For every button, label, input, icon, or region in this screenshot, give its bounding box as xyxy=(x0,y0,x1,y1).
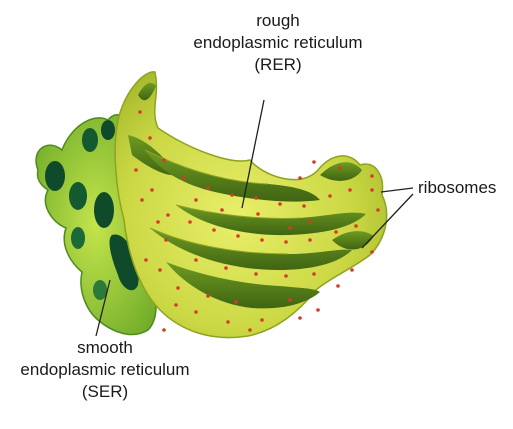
ribosome-dot xyxy=(316,308,320,312)
ribosome-dot xyxy=(260,318,264,322)
ribosome-dot xyxy=(230,193,234,197)
ribosome-dot xyxy=(308,220,312,224)
ser-lumen xyxy=(93,280,107,300)
rer-label-line: (RER) xyxy=(178,54,378,76)
ribosome-dot xyxy=(288,226,292,230)
ser-lumen xyxy=(45,161,65,191)
ribosome-dot xyxy=(336,284,340,288)
ribosome-dot xyxy=(194,258,198,262)
ser-label-line: smooth xyxy=(0,337,210,359)
ribosome-dot xyxy=(284,274,288,278)
ribosome-dot xyxy=(176,286,180,290)
ribosome-dot xyxy=(254,196,258,200)
ribosome-dot xyxy=(206,186,210,190)
rer-label: rough endoplasmic reticulum (RER) xyxy=(178,10,378,76)
ribosome-dot xyxy=(194,310,198,314)
ribosome-dot xyxy=(188,220,192,224)
ribosome-dot xyxy=(148,136,152,140)
ser-label-line: endoplasmic reticulum xyxy=(0,359,210,381)
ser-lumen xyxy=(94,192,114,228)
ribosome-dot xyxy=(206,294,210,298)
ribosome-dot xyxy=(226,320,230,324)
ribosome-dot xyxy=(348,188,352,192)
ribosome-dot xyxy=(248,328,252,332)
ribosome-dot xyxy=(134,168,138,172)
ribosome-dot xyxy=(140,198,144,202)
ribosome-dot xyxy=(334,230,338,234)
ribosome-dot xyxy=(150,188,154,192)
ser-lumen xyxy=(82,128,98,152)
ser-label: smooth endoplasmic reticulum (SER) xyxy=(0,337,210,403)
ribosome-dot xyxy=(156,220,160,224)
ribosome-dot xyxy=(256,212,260,216)
ribosome-dot xyxy=(234,300,238,304)
ser-lumen xyxy=(71,227,85,249)
ribosome-dot xyxy=(298,176,302,180)
rough-er xyxy=(115,72,387,338)
ribosome-dot xyxy=(354,224,358,228)
ser-label-line: (SER) xyxy=(0,381,210,403)
ribosome-dot xyxy=(308,238,312,242)
ribosome-dot xyxy=(350,268,354,272)
ribosome-dot xyxy=(260,238,264,242)
ribosome-dot xyxy=(328,194,332,198)
ribosome-dot xyxy=(302,204,306,208)
ribosome-dot xyxy=(220,208,224,212)
ribosome-dot xyxy=(298,316,302,320)
ribosome-dot xyxy=(162,158,166,162)
ribosome-dot xyxy=(236,234,240,238)
ribosome-dot xyxy=(370,174,374,178)
ribosome-leader-line xyxy=(381,188,413,192)
ribosome-dot xyxy=(312,272,316,276)
ser-lumen xyxy=(69,182,87,210)
rer-label-line: rough xyxy=(178,10,378,32)
ribosome-dot xyxy=(174,303,178,307)
ribosome-dot xyxy=(182,176,186,180)
ribosome-dot xyxy=(138,110,142,114)
ribosome-dot xyxy=(288,298,292,302)
ribosome-dot xyxy=(370,188,374,192)
ribosome-dot xyxy=(166,213,170,217)
ser-lumen xyxy=(101,120,115,140)
ribosome-dot xyxy=(338,166,342,170)
ribosomes-label: ribosomes xyxy=(418,177,513,199)
ribosome-dot xyxy=(278,202,282,206)
ribosome-dot xyxy=(162,328,166,332)
ribosome-dot xyxy=(194,198,198,202)
ribosome-dot xyxy=(370,250,374,254)
ribosome-dot xyxy=(212,228,216,232)
ribosome-dot xyxy=(312,160,316,164)
ribosome-dot xyxy=(284,240,288,244)
ribosome-dot xyxy=(164,238,168,242)
ribosome-dot xyxy=(158,268,162,272)
ribosome-dot xyxy=(254,272,258,276)
ribosome-dot xyxy=(376,208,380,212)
rer-label-line: endoplasmic reticulum xyxy=(178,32,378,54)
ribosome-dot xyxy=(224,266,228,270)
ribosome-dot xyxy=(144,258,148,262)
